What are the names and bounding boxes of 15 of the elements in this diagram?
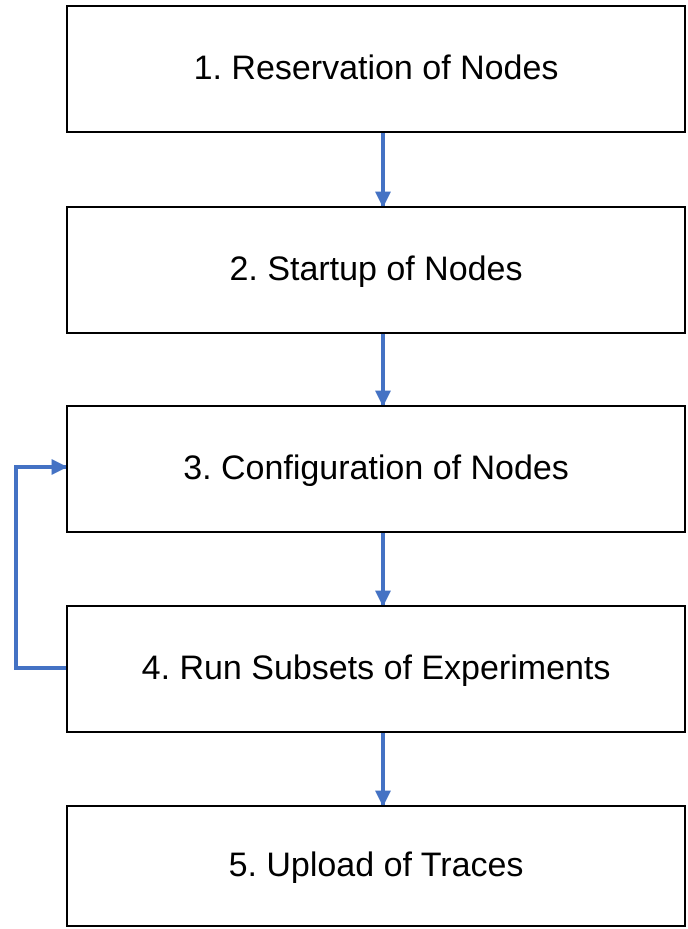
- step-label: 2. Startup of Nodes: [228, 249, 524, 290]
- process-box: [66, 5, 686, 133]
- arrow: [375, 533, 391, 607]
- step-label: 1. Reservation of Nodes: [192, 48, 560, 90]
- arrow: [375, 334, 391, 407]
- process-box: [66, 405, 686, 533]
- arrow: [375, 133, 391, 208]
- step-label: 5. Upload of Traces: [228, 845, 524, 886]
- process-box: [66, 206, 686, 334]
- step-label: 4. Run Subsets of Experiments: [140, 648, 612, 690]
- process-box: [66, 805, 686, 927]
- arrow: [14, 459, 68, 670]
- process-box: [66, 605, 686, 733]
- step-label: 3. Configuration of Nodes: [182, 448, 570, 490]
- arrow: [375, 733, 391, 807]
